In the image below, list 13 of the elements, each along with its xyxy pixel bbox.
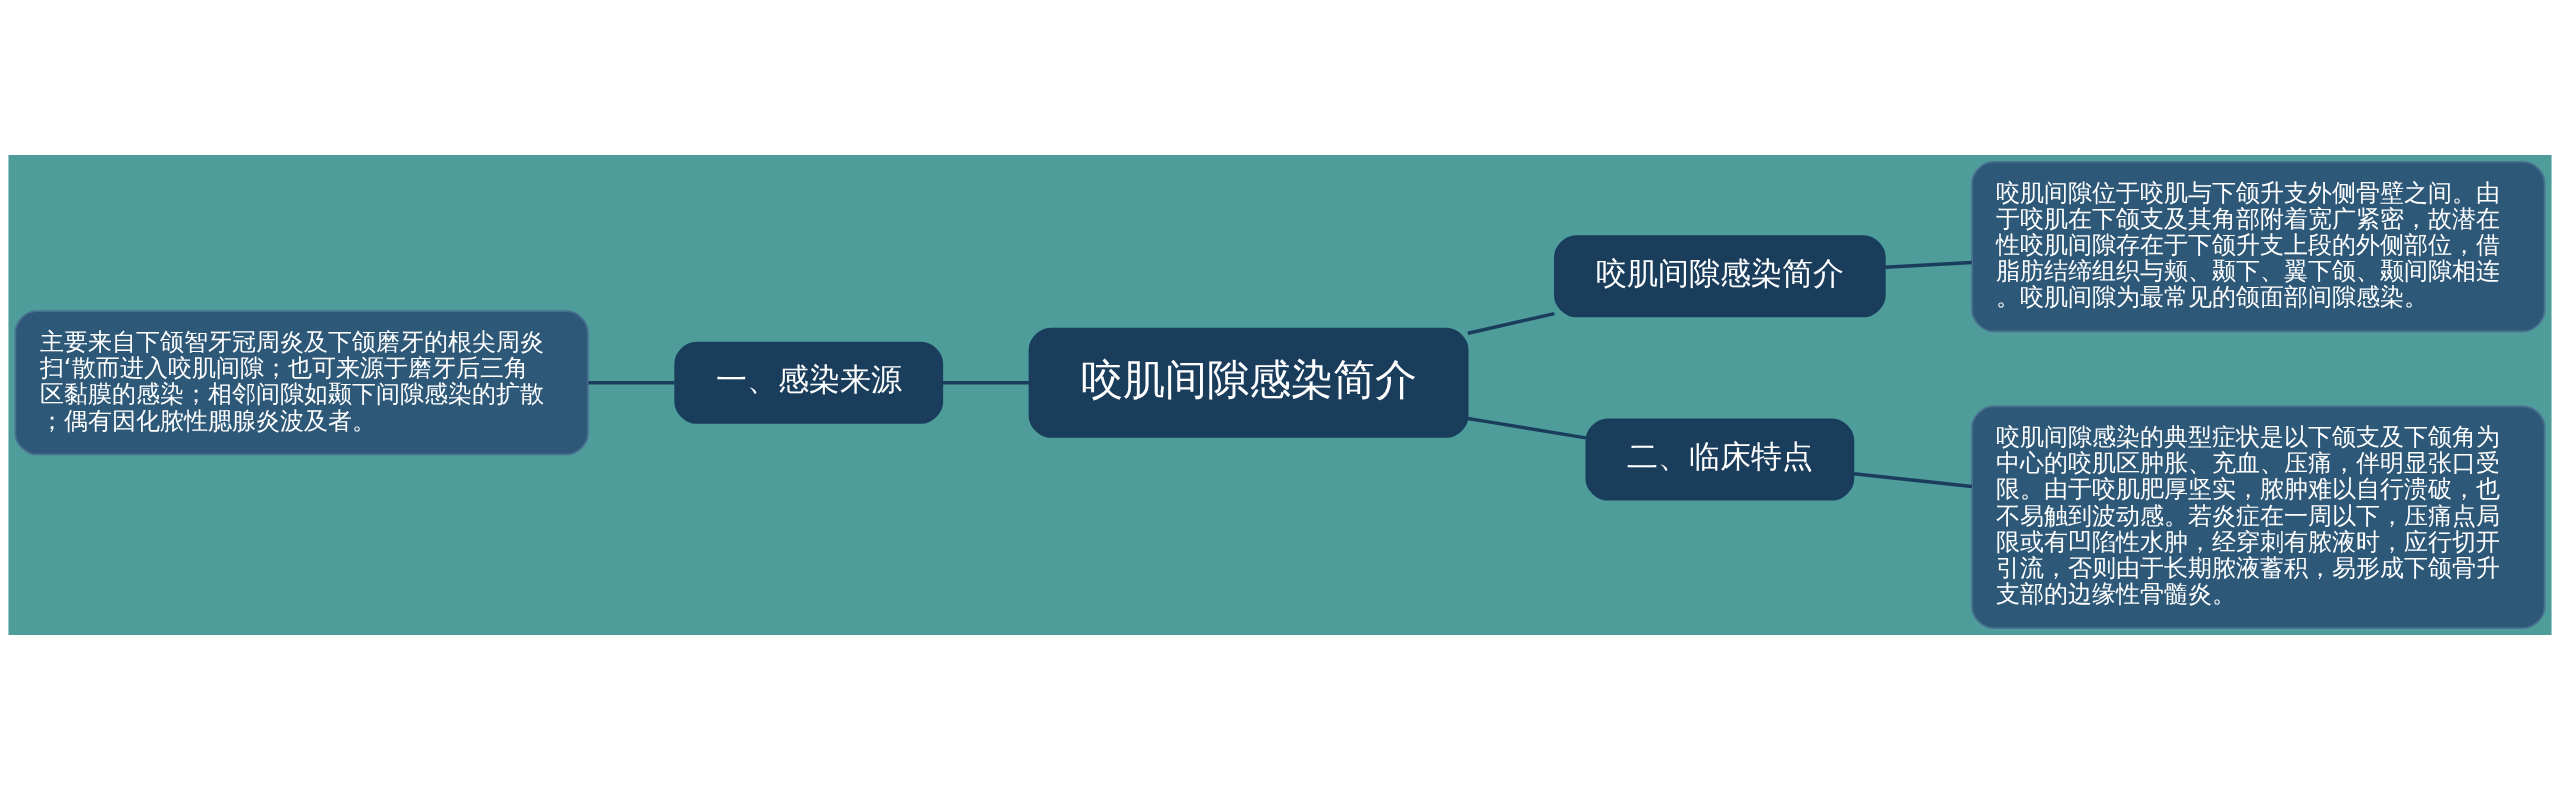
connector (1467, 311, 1555, 335)
node-box: 咬肌间隙感染简介 (1554, 234, 1886, 317)
connector (1884, 260, 1972, 269)
node-box: 二、临床特点 (1585, 418, 1855, 501)
connector (588, 380, 675, 385)
node-box: 主要来自下颌智牙冠周炎及下颌磨牙的根尖周炎扫‘散而进入咬肌间隙；也可来源于磨牙后三角区黏膜的感染；相邻间隙如颞下间隙感染的扩散；偶有因化脓性腮腺炎波及者。 (14, 309, 589, 455)
connector (1467, 416, 1587, 440)
node-box: 咬肌间隙感染简介 (1028, 327, 1469, 438)
node-box: 咬肌间隙感染的典型症状是以下颌支及下颌角为中心的咬肌区肿胀、充血、压痛，伴明显张口受限。由于咬肌肥厚坚实，脓肿难以自行溃破，也不易触到波动感。若炎症在一周以下，压痛点局限或有凹陷性水肿，经穿刺有脓液时，应行切开引流，否则由于长期脓液蓄积，易形成下颌骨升支部的边缘性骨髓炎。 (1971, 404, 2546, 629)
connector (942, 380, 1029, 385)
connector (1853, 471, 1973, 488)
node-box: 一、感染来源 (674, 341, 944, 424)
node-box: 咬肌间隙位于咬肌与下颌升支外侧骨壁之间。由于咬肌在下颌支及其角部附着宽广紧密，故潜在性咬肌间隙存在于下颌升支上段的外侧部位，借脂肪结缔组织与颊、颞下、翼下颌、颞间隙相连。咬肌间隙为最常见的颌面部间隙感染。 (1971, 160, 2546, 332)
